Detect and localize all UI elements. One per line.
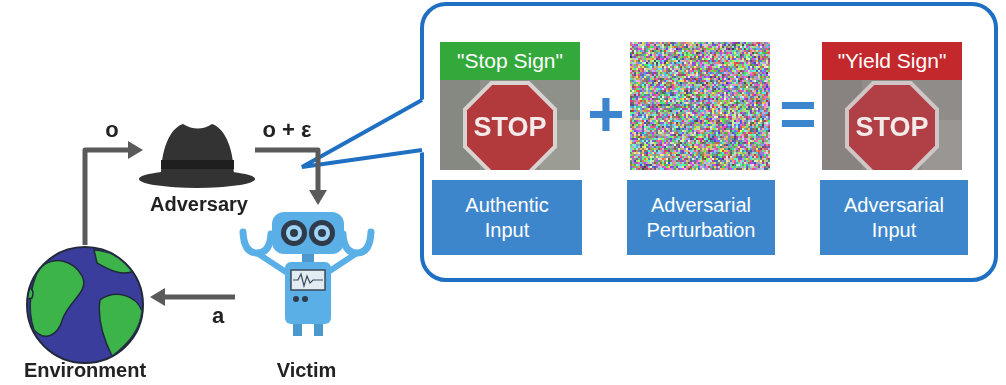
node-text: Adversarial Input	[830, 193, 958, 243]
node-text: "Stop Sign"	[457, 48, 563, 73]
connector-line	[165, 295, 235, 300]
input-box: Adversarial Perturbation	[627, 180, 775, 255]
arrowhead	[309, 190, 327, 205]
node-text: Authentic Input	[443, 193, 571, 243]
connector-line	[85, 150, 128, 245]
class-label: "Stop Sign"	[440, 42, 580, 80]
globe-icon	[25, 247, 143, 363]
node-text: Victim	[277, 359, 337, 382]
input-box: Adversarial Input	[820, 180, 968, 255]
victim-node: Victim	[235, 205, 378, 382]
input-box: Authentic Input	[432, 180, 582, 255]
flow-arrow	[255, 150, 327, 205]
node-text: Environment	[24, 359, 146, 382]
node-text: "Yield Sign"	[838, 48, 947, 73]
callout-bubble	[302, 4, 996, 280]
flow-arrow	[85, 141, 143, 245]
edge-label: o	[98, 118, 126, 142]
plus-sign: +	[584, 82, 628, 146]
stop-sign-photo	[440, 42, 580, 170]
node-text: Adversarial Perturbation	[637, 193, 765, 243]
edge-label: o + ε	[250, 118, 324, 142]
edge-label: a	[203, 304, 233, 328]
adversary-node: Adversary	[143, 118, 255, 216]
perturbation-noise	[630, 42, 770, 170]
equals-sign: =	[776, 82, 820, 146]
sign-text: STOP	[837, 114, 947, 141]
connector-line	[255, 150, 318, 190]
arrowhead	[150, 288, 165, 306]
node-text: Adversary	[150, 193, 248, 216]
environment-node: Environment	[20, 245, 150, 382]
arrowhead	[128, 141, 143, 159]
robot-icon	[243, 212, 371, 336]
hat-icon	[139, 124, 255, 188]
sign-text: STOP	[455, 114, 565, 141]
class-label: "Yield Sign"	[822, 42, 962, 80]
adversarial-stop-sign-photo	[822, 42, 962, 170]
